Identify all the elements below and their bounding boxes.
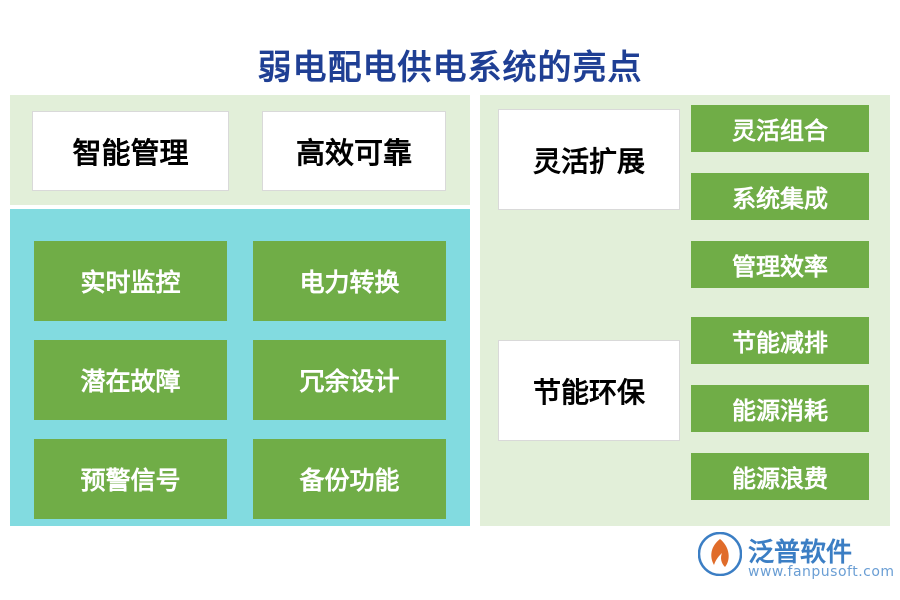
fanpu-logo-icon: [698, 532, 742, 576]
grid-item-1: 实时监控: [34, 241, 227, 321]
watermark-logo: 泛普软件 www.fanpusoft.com: [698, 532, 894, 588]
right-item-3: 管理效率: [691, 241, 869, 288]
right-item-4: 节能减排: [691, 317, 869, 364]
group-label-energy-saving: 节能环保: [498, 340, 680, 441]
right-item-6: 能源浪费: [691, 453, 869, 500]
logo-url: www.fanpusoft.com: [748, 564, 895, 580]
left-top-panel: 智能管理 高效可靠: [10, 95, 470, 205]
logo-name: 泛普软件: [748, 538, 853, 568]
grid-item-5: 预警信号: [34, 439, 227, 519]
card-intelligent-management: 智能管理: [32, 111, 229, 191]
grid-item-4: 冗余设计: [253, 340, 446, 420]
left-bottom-panel: 实时监控 电力转换 潜在故障 冗余设计 预警信号 备份功能: [10, 209, 470, 526]
group-label-flexible-expansion: 灵活扩展: [498, 109, 680, 210]
card-efficient-reliable: 高效可靠: [262, 111, 446, 191]
page-title: 弱电配电供电系统的亮点: [257, 48, 643, 88]
right-panel: 灵活扩展 节能环保 灵活组合 系统集成 管理效率 节能减排 能源消耗 能源浪费: [480, 95, 890, 526]
right-item-2: 系统集成: [691, 173, 869, 220]
grid-item-3: 潜在故障: [34, 340, 227, 420]
right-item-5: 能源消耗: [691, 385, 869, 432]
grid-item-2: 电力转换: [253, 241, 446, 321]
right-item-1: 灵活组合: [691, 105, 869, 152]
grid-item-6: 备份功能: [253, 439, 446, 519]
